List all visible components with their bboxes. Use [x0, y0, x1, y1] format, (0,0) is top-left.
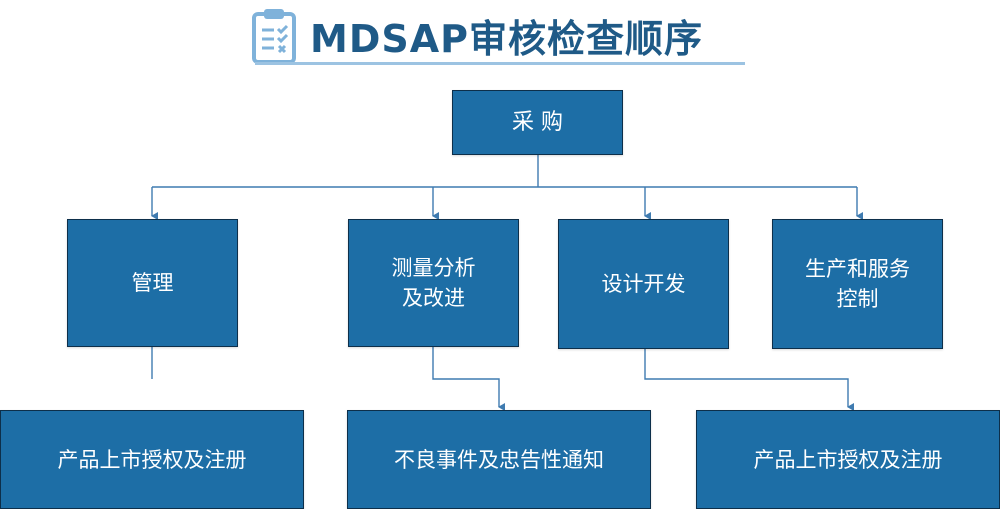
node-measurement-label-line2: 及改进: [402, 286, 465, 310]
node-adverse-events: 不良事件及忠告性通知: [347, 410, 651, 509]
node-purchasing: 采 购: [452, 90, 623, 155]
clipboard-checklist-icon: [252, 9, 296, 64]
node-management-label: 管理: [131, 271, 174, 295]
node-market-auth-right-label: 产品上市授权及注册: [753, 447, 943, 472]
node-management: 管理: [67, 219, 238, 347]
connector-design-to-market-right: [644, 349, 854, 411]
connector-measurement-to-adverse: [432, 347, 505, 411]
node-market-authorization-left: 产品上市授权及注册: [0, 410, 304, 509]
title-underline: [255, 62, 745, 65]
page-title: MDSAP审核检查顺序: [310, 16, 703, 61]
node-market-authorization-right: 产品上市授权及注册: [696, 410, 1000, 509]
node-measurement-analysis: 测量分析 及改进: [348, 219, 519, 347]
node-purchasing-label: 采 购: [512, 109, 563, 135]
node-measurement-label-line1: 测量分析: [391, 256, 476, 280]
node-production-service: 生产和服务 控制: [772, 219, 943, 349]
node-design-development: 设计开发: [558, 219, 729, 349]
node-production-label-line1: 生产和服务: [805, 257, 910, 281]
node-adverse-events-label: 不良事件及忠告性通知: [394, 447, 604, 472]
node-design-label: 设计开发: [601, 272, 686, 296]
node-market-auth-left-label: 产品上市授权及注册: [57, 447, 247, 472]
node-production-label-line2: 控制: [836, 287, 879, 311]
diagram-title: MDSAP审核检查顺序: [250, 6, 703, 64]
